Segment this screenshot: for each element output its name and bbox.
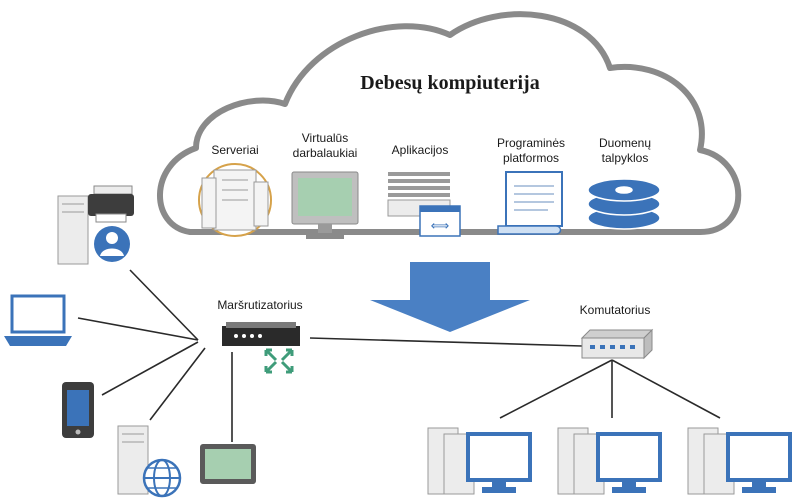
data-storage-icon	[587, 178, 661, 230]
servers-icon	[198, 163, 272, 237]
virtual-desktop-icon	[291, 171, 359, 239]
workstation-icon	[427, 427, 532, 495]
workstation-icon	[557, 427, 662, 495]
service-label-servers: Serveriai	[195, 143, 275, 158]
service-label-line: darbalaukiai	[292, 146, 358, 160]
service-label-line: Programinės	[496, 136, 566, 150]
server-with-globe-icon	[117, 425, 182, 498]
service-label-line: talpyklos	[601, 151, 649, 165]
router-icon	[222, 322, 300, 376]
smartphone-icon	[62, 382, 94, 438]
service-label-line: Aplikacijos	[391, 143, 449, 157]
service-label-line: platformos	[502, 151, 560, 165]
service-label-platforms: Programinės platformos	[488, 136, 574, 166]
connection-lines	[77, 269, 721, 442]
service-label-data-storage: Duomenų talpyklos	[585, 136, 665, 166]
workstation-icon	[687, 427, 792, 495]
switch-label: Komutatorius	[579, 303, 651, 317]
service-label-line: Serveriai	[211, 143, 259, 157]
switch-icon	[580, 328, 654, 360]
svg-text:⟺: ⟺	[431, 219, 450, 234]
platform-scroll-icon	[497, 171, 563, 235]
service-label-applications: Aplikacijos	[380, 143, 460, 158]
service-label-virtual-desktops: Virtualūs darbalaukiai	[285, 131, 365, 161]
cloud-to-network-arrow	[370, 262, 530, 332]
applications-icon: ⟺	[387, 172, 461, 237]
server-with-printer-and-user-icon	[57, 185, 134, 265]
service-label-line: Virtualūs	[301, 131, 349, 145]
laptop-icon	[4, 294, 72, 346]
router-label: Maršrutizatorius	[217, 298, 303, 312]
cloud-title: Debesų kompiuterija	[360, 72, 540, 94]
tablet-icon	[200, 444, 256, 484]
service-label-line: Duomenų	[598, 136, 652, 150]
